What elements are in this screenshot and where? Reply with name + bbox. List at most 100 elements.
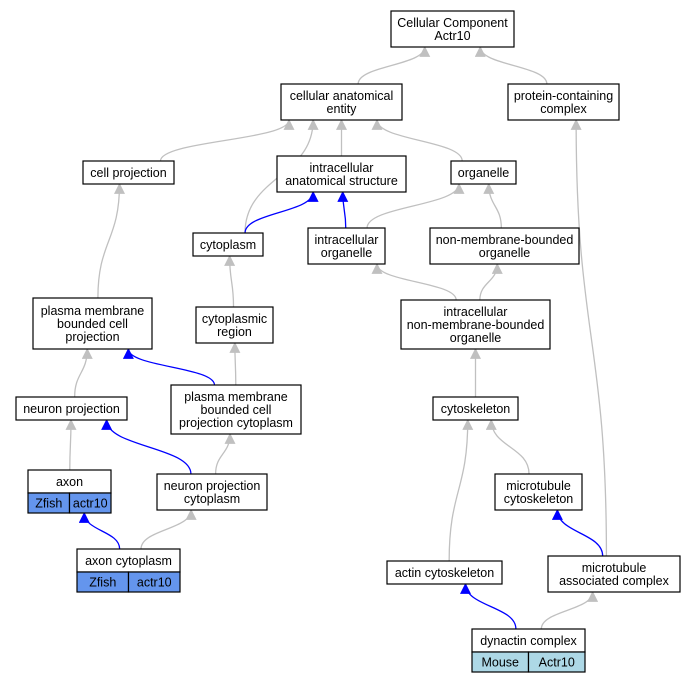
node-box (432, 396, 519, 421)
node-box (507, 83, 620, 121)
node-inmbo[interactable]: intracellularnon-membrane-boundedorganel… (400, 299, 551, 350)
node-organelle[interactable]: organelle (450, 160, 517, 185)
node-box (400, 299, 551, 350)
edge-cellproj-to-cae (159, 118, 295, 162)
node-label-line: axon cytoplasm (85, 554, 172, 568)
node-label-line: cytoskeleton (441, 402, 511, 416)
node-label-line: plasma membrane (184, 390, 288, 404)
node-label-line: plasma membrane (41, 304, 145, 318)
node-label-line: Actr10 (434, 29, 470, 43)
node-box (15, 396, 128, 421)
node-label-line: projection (65, 330, 119, 344)
node-label-line: cell projection (90, 166, 166, 180)
node-label-line: intracellular (444, 305, 508, 319)
edge-pcc-to-cc (474, 45, 548, 85)
edge-npc-to-neuproj (101, 418, 192, 475)
edge-nmbo-to-organelle (483, 182, 502, 229)
node-label-line: neuron projection (164, 479, 261, 493)
node-neuproj[interactable]: neuron projection (15, 396, 128, 421)
node-box (547, 555, 681, 593)
edge-pmbcpc-to-cytoreg (229, 341, 241, 386)
node-label-line: neuron projection (23, 402, 120, 416)
node-label-line: microtubule (506, 479, 571, 493)
edge-pmbcp-to-cellproj (97, 182, 125, 299)
edge-io-to-ias (337, 190, 349, 229)
edge-axon-to-neuproj (65, 418, 77, 471)
node-cellproj[interactable]: cell projection (82, 160, 175, 185)
edge-cytoreg-to-cytoplasm (224, 254, 236, 308)
edge-layer (65, 45, 608, 630)
node-label-line: complex (540, 102, 587, 116)
edge-axoncyto-to-npc (140, 508, 197, 550)
node-actincs[interactable]: actin cytoskeleton (386, 560, 503, 585)
species-label: Zfish (35, 497, 62, 511)
gene-badge[interactable] (127, 571, 181, 593)
species-label: Mouse (481, 656, 519, 670)
node-label-line: intracellular (310, 161, 374, 175)
edge-neuproj-to-pmbcp (74, 347, 93, 398)
node-cytoskel[interactable]: cytoskeleton (432, 396, 519, 421)
edge-npc-to-pmbcpc (214, 432, 236, 475)
node-label-line: microtubule (582, 561, 647, 575)
node-label-line: entity (327, 102, 358, 116)
node-label-line: cytoplasm (200, 238, 256, 252)
species-label: Zfish (89, 576, 116, 590)
edge-mac-to-mtcs (551, 508, 604, 557)
node-box (156, 473, 268, 511)
node-label-line: Cellular Component (397, 16, 508, 30)
edge-dynactin-to-mac (540, 590, 599, 630)
node-label-line: non-membrane-bounded (436, 233, 574, 247)
node-label-line: cytoplasmic (202, 312, 267, 326)
node-label-line: organelle (450, 331, 501, 345)
gene-badge[interactable] (527, 651, 586, 673)
node-label-line: protein-containing (514, 89, 613, 103)
node-label-line: bounded cell (57, 317, 128, 331)
edge-organelle-to-cae (371, 118, 463, 162)
node-box (307, 227, 386, 265)
node-label-line: non-membrane-bounded (407, 318, 545, 332)
node-label-line: projection cytoplasm (179, 416, 293, 430)
node-box (386, 560, 503, 585)
gene-label: actr10 (73, 497, 108, 511)
edge-axoncyto-to-axon (78, 511, 121, 550)
edge-pmbcpc-to-pmbcp (122, 347, 216, 386)
gene-label: actr10 (137, 576, 172, 590)
edge-actincs-to-cytoskel (448, 418, 474, 562)
node-box (494, 473, 583, 511)
node-label-line: actin cytoskeleton (395, 566, 494, 580)
node-label-line: organelle (479, 246, 530, 260)
node-label-line: cytoskeleton (504, 492, 574, 506)
node-box (450, 160, 517, 185)
node-box (82, 160, 175, 185)
edge-mac-to-pcc (570, 118, 608, 557)
node-box (390, 10, 515, 48)
edge-cae-to-cc (357, 45, 431, 85)
node-label-line: dynactin complex (480, 634, 577, 648)
node-box (32, 297, 153, 350)
gene-label: Actr10 (539, 656, 575, 670)
node-box (276, 155, 407, 193)
edge-io-to-organelle (366, 182, 465, 229)
node-box (429, 227, 580, 265)
node-cytoplasm[interactable]: cytoplasm (192, 232, 264, 257)
node-label-line: associated complex (559, 574, 670, 588)
gene-badge[interactable] (68, 492, 112, 514)
node-label-line: cellular anatomical (290, 89, 394, 103)
